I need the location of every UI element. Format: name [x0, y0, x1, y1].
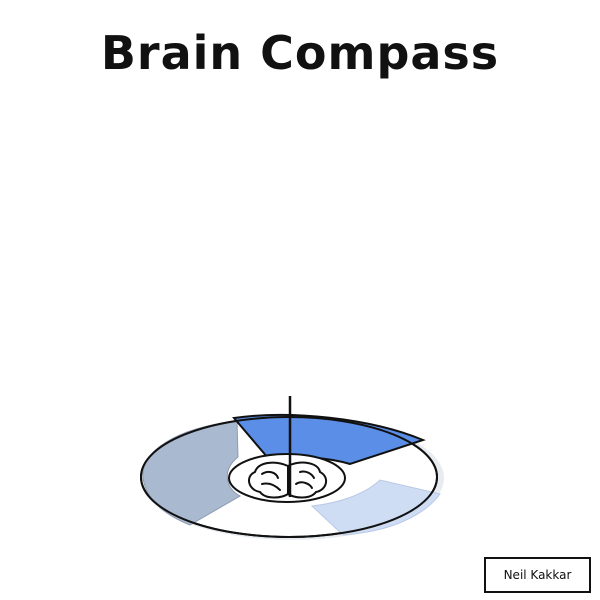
author-credit: Neil Kakkar: [484, 557, 591, 593]
brain-icon: [248, 461, 328, 499]
author-name: Neil Kakkar: [503, 568, 572, 582]
light-blue-segment: [310, 479, 441, 536]
page-title: Brain Compass: [100, 26, 500, 80]
